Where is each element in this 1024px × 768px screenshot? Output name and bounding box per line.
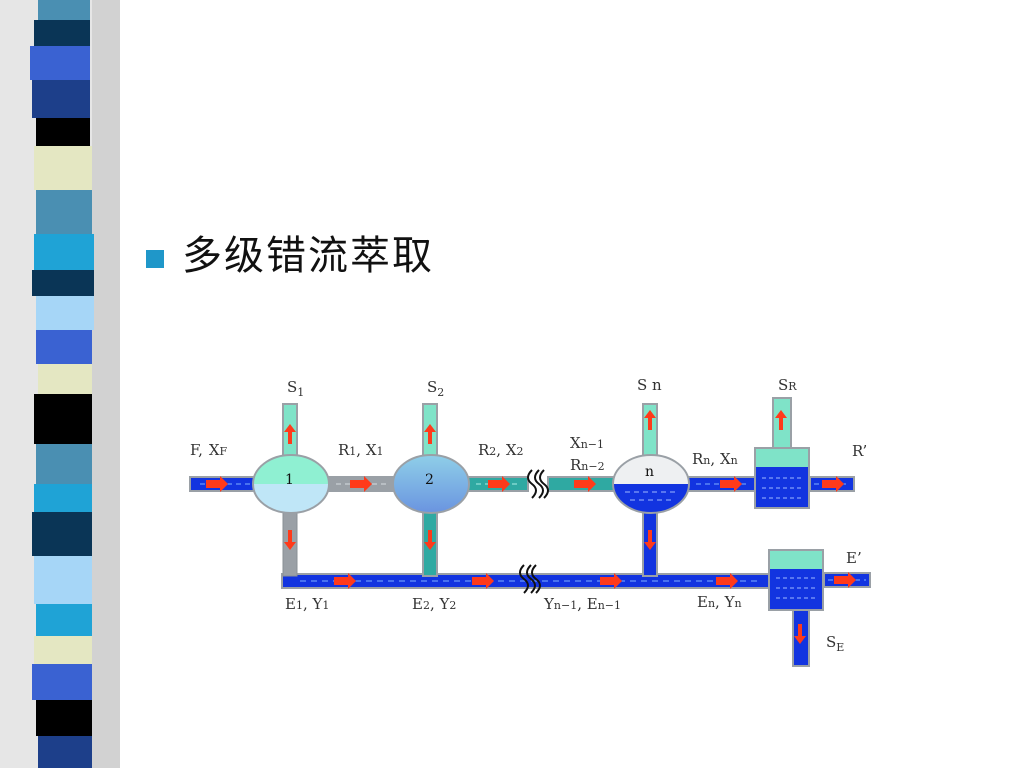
label-rn-2: Rn−2 [570, 456, 605, 474]
stage-vessel-2 [392, 454, 470, 514]
bullet-square [146, 250, 164, 268]
label-e1-y1: E1, Y1 [285, 595, 329, 613]
stage-vessel-n [612, 454, 690, 514]
stage-number-n: n [645, 464, 654, 480]
label-xn-1: Xn−1 [570, 434, 604, 452]
slide-title: 多级错流萃取 [182, 233, 434, 279]
label-e-prime: E’ [846, 549, 862, 567]
label-r1-x1: R1, X1 [338, 441, 384, 459]
stage-number-1: 1 [285, 472, 294, 488]
label-s2: S2 [427, 378, 444, 399]
pipe-break-symbol [519, 469, 549, 594]
label-yn-1-en-1: Yn−1, En−1 [543, 595, 621, 613]
label-sn: S n [637, 376, 662, 394]
label-e2-y2: E2, Y2 [412, 595, 456, 613]
label-r-prime: R’ [852, 442, 867, 460]
extract-recovery-tank [768, 549, 824, 611]
stage-number-2: 2 [425, 472, 434, 488]
flow-arrows [206, 410, 856, 644]
label-feed: F,XF [190, 441, 228, 459]
decorative-side-stripe [0, 0, 120, 768]
label-sr: SR [778, 376, 797, 394]
label-rn-xn: Rn, Xn [692, 450, 738, 468]
label-r2-x2: R2, X2 [478, 441, 524, 459]
raffinate-recovery-tank [754, 447, 810, 509]
label-s1: S1 [287, 378, 304, 399]
label-en-yn: En, Yn [697, 593, 742, 611]
label-se: SE [826, 633, 844, 654]
stage-vessel-1 [252, 454, 330, 514]
